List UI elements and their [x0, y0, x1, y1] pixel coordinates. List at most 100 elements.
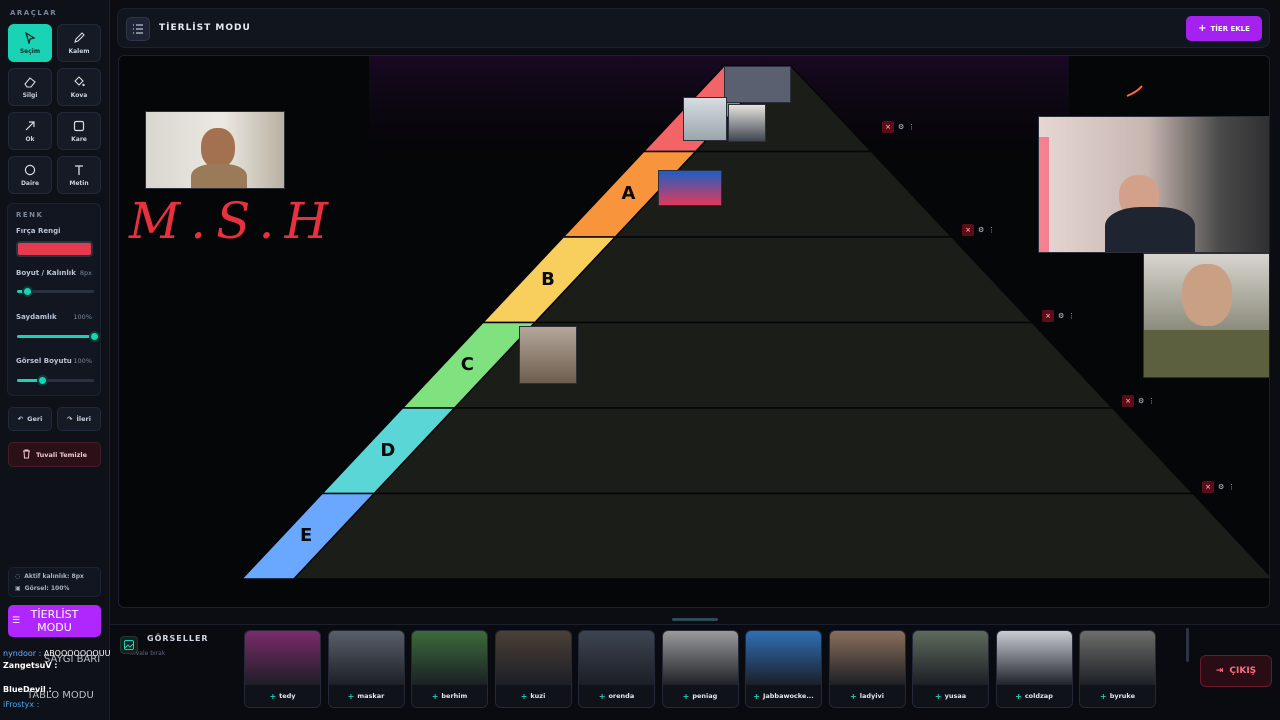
- redo-button[interactable]: ↷İleri: [57, 407, 101, 431]
- gallery-card-name: yusaa: [944, 692, 967, 700]
- tool-pen-button[interactable]: Kalem: [57, 24, 101, 62]
- opacity-value: 100%: [73, 313, 92, 321]
- resize-handle[interactable]: [672, 618, 718, 621]
- gallery-hint: ...vale bırak: [130, 650, 166, 657]
- undo-button[interactable]: ↶Geri: [8, 407, 52, 431]
- size-slider-handle[interactable]: [22, 286, 33, 297]
- gear-icon[interactable]: ⚙: [1058, 312, 1065, 320]
- placed-webcam-image-2[interactable]: [1038, 116, 1269, 253]
- drag-handle-icon[interactable]: ⋮: [1068, 312, 1076, 320]
- tier-label[interactable]: C: [460, 354, 474, 376]
- gallery-card[interactable]: +maskar: [327, 630, 405, 708]
- tool-eraser-button[interactable]: Silgi: [8, 68, 52, 106]
- tool-label: Metin: [69, 180, 89, 187]
- tierlist-icon: [126, 17, 150, 41]
- gallery-thumbnail: [412, 631, 487, 687]
- tier-label[interactable]: A: [621, 183, 636, 205]
- gallery-card[interactable]: +orenda: [578, 630, 655, 708]
- drag-handle-icon[interactable]: ⋮: [1148, 397, 1156, 405]
- gallery-card[interactable]: +berhim: [411, 630, 488, 708]
- color-panel: RENK Fırça Rengi Boyut / Kalınlık 8px Sa…: [7, 203, 101, 396]
- brush-color-swatch[interactable]: [16, 241, 93, 257]
- tier-label[interactable]: D: [380, 439, 396, 461]
- drag-handle-icon[interactable]: ⋮: [1228, 483, 1236, 491]
- gallery-card-name: ladyivi: [859, 692, 884, 700]
- drag-handle-icon[interactable]: ⋮: [988, 226, 996, 234]
- gallery-card[interactable]: +tedy: [244, 630, 321, 708]
- left-toolbar: ARAÇLAR Seçim Kalem Silgi Kova Ok Kare D…: [0, 0, 110, 720]
- gallery-card[interactable]: +kuzi: [494, 630, 572, 708]
- gallery-thumbnail: [245, 631, 320, 687]
- gallery-card[interactable]: +byruke: [1079, 630, 1156, 708]
- ghost-text-tablo: TABLO MODU: [27, 690, 94, 701]
- delete-tier-button[interactable]: ×: [962, 224, 974, 236]
- gallery-scrollbar[interactable]: [1186, 628, 1189, 662]
- gallery-card-label: +coldzap: [996, 685, 1072, 707]
- clear-canvas-button[interactable]: Tuvali Temizle: [8, 442, 101, 467]
- gear-icon[interactable]: ⚙: [978, 226, 985, 234]
- placed-image-tier-s-1[interactable]: [724, 66, 791, 103]
- redo-icon: ↷: [67, 415, 73, 423]
- placed-image-tier-c-1[interactable]: [519, 326, 577, 384]
- tier-row-body[interactable]: [533, 236, 1034, 324]
- tier-label[interactable]: E: [299, 525, 313, 547]
- cursor-icon: [23, 31, 37, 45]
- gear-icon[interactable]: ⚙: [1218, 483, 1225, 491]
- tool-label: Silgi: [22, 92, 38, 99]
- plus-icon: +: [1100, 691, 1107, 701]
- drag-handle-icon[interactable]: ⋮: [908, 123, 916, 131]
- opacity-slider-handle[interactable]: [89, 331, 100, 342]
- placed-portrait-image[interactable]: [1143, 253, 1269, 378]
- tool-square-button[interactable]: Kare: [57, 112, 101, 150]
- top-header: TİERLİST MODU + TİER EKLE: [117, 8, 1270, 48]
- tool-text-button[interactable]: Metin: [57, 156, 101, 194]
- undo-label: Geri: [27, 415, 43, 423]
- tier-row-body[interactable]: [292, 492, 1270, 580]
- gallery-card-label: +byruke: [1080, 685, 1155, 707]
- image-size-slider-handle[interactable]: [37, 375, 49, 386]
- gallery-card-label: +kuzi: [495, 685, 571, 707]
- placed-image-tier-s-2[interactable]: [683, 97, 727, 141]
- image-size-value: 100%: [73, 357, 92, 365]
- size-slider[interactable]: [17, 286, 94, 297]
- chat-user: iFrostyx :: [3, 700, 40, 709]
- redo-label: İleri: [76, 415, 91, 423]
- add-tier-label: TİER EKLE: [1210, 24, 1250, 33]
- brush-stroke: [1126, 85, 1143, 97]
- delete-tier-button[interactable]: ×: [1042, 310, 1054, 322]
- gallery-card[interactable]: +coldzap: [995, 630, 1073, 708]
- tierlist-mode-button[interactable]: ☰ TİERLİST MODU: [8, 605, 101, 637]
- placed-image-tier-s-3[interactable]: [728, 104, 766, 142]
- arrow-icon: [23, 119, 37, 133]
- gallery-card[interactable]: +yusaa: [912, 630, 989, 708]
- undo-icon: ↶: [17, 415, 24, 423]
- gear-icon[interactable]: ⚙: [898, 123, 905, 131]
- add-tier-button[interactable]: + TİER EKLE: [1186, 16, 1262, 41]
- placed-image-tier-a-1[interactable]: [658, 170, 722, 206]
- tier-label[interactable]: B: [541, 268, 555, 290]
- image-size-slider[interactable]: [17, 375, 94, 386]
- chat-line: ZangetsuV :: [3, 660, 203, 672]
- tool-circle-button[interactable]: Daire: [8, 156, 52, 194]
- delete-tier-button[interactable]: ×: [882, 121, 894, 133]
- gallery-card[interactable]: +peniag: [661, 630, 739, 708]
- tool-arrow-button[interactable]: Ok: [8, 112, 52, 150]
- placed-webcam-image[interactable]: [145, 111, 285, 189]
- person-silhouette: [191, 164, 247, 188]
- exit-button[interactable]: ⇥ ÇIKIŞ: [1200, 655, 1272, 687]
- plus-icon: +: [598, 691, 606, 701]
- gallery-card[interactable]: +ladyivi: [828, 630, 906, 708]
- tier-row-body[interactable]: [372, 407, 1195, 495]
- gallery-card[interactable]: +Jabbawocke...: [745, 630, 822, 708]
- delete-tier-button[interactable]: ×: [1122, 395, 1134, 407]
- delete-tier-button[interactable]: ×: [1202, 481, 1214, 493]
- opacity-slider[interactable]: [17, 331, 100, 342]
- tool-bucket-button[interactable]: Kova: [57, 68, 101, 106]
- plus-icon: +: [347, 691, 355, 701]
- tool-select-button[interactable]: Seçim: [8, 24, 52, 62]
- tool-label: Daire: [20, 180, 40, 187]
- gear-icon[interactable]: ⚙: [1138, 397, 1145, 405]
- drawing-canvas[interactable]: SABCDE ×⚙⋮ ×⚙⋮ ×⚙⋮ ×⚙⋮ ×⚙⋮ M.S.H: [118, 55, 1270, 608]
- gallery-card-label: +tedy: [245, 685, 320, 707]
- gallery-card-name: peniag: [692, 692, 718, 700]
